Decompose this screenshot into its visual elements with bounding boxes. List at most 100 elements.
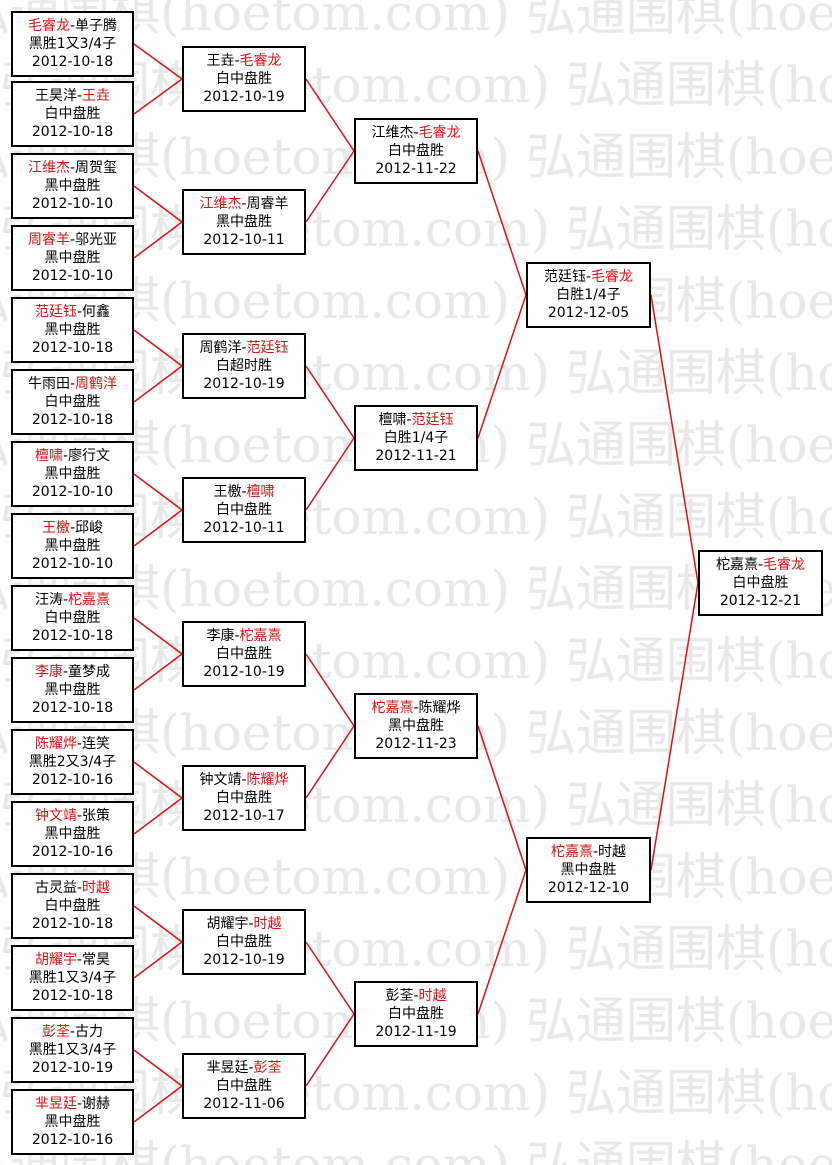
player-one: 彭荃 [41,1024,70,1040]
match-date: 2012-12-10 [547,880,630,896]
watermark-text: 弘通围棋(hoetom.com) 弘通围棋(hoetom.com) [0,344,832,402]
match-result: 白中盘胜 [216,790,272,806]
player-one: 毛睿龙 [27,18,70,34]
match-result: 白中盘胜 [388,143,444,159]
watermark-text: 弘通围棋(hoetom.com) 弘通围棋(hoetom.com) [0,200,832,258]
versus-dash: - [76,952,83,968]
match-result: 黑中盘胜 [44,466,101,482]
bracket-connector [133,797,183,835]
versus-dash: - [234,53,240,69]
match-result: 白中盘胜 [44,898,101,914]
player-one: 周睿羊 [27,232,70,248]
player-one: 江维杰 [199,196,242,212]
versus-dash: - [241,196,247,212]
match-date: 2012-11-19 [375,1024,457,1040]
player-two: 童梦成 [68,664,111,680]
match-result: 白中盘胜 [732,575,789,591]
match-date: 2012-11-23 [375,736,457,752]
match-players: 周鹤洋-范廷钰 [199,339,288,357]
bracket-connector [305,365,355,439]
match-date: 2012-10-18 [31,124,114,140]
match-result: 白胜1/4子 [556,287,621,303]
match-players: 范廷钰-何鑫 [35,303,110,321]
match-players: 王檄-邱峻 [42,519,103,537]
versus-dash: - [248,916,254,932]
player-one: 王檄 [213,484,242,500]
player-two: 常昊 [82,952,111,968]
player-one: 王檄 [41,520,70,536]
player-two: 时越 [82,880,111,896]
watermark-text: 弘通围棋(hoetom.com) 弘通围棋(hoetom.com) [0,1136,832,1165]
versus-dash: - [241,772,247,788]
versus-dash: - [62,592,69,608]
watermark-text: 弘通围棋(hoetom.com) 弘通围棋(hoetom.com) [0,632,832,690]
player-two: 柁嘉熹 [68,592,111,608]
match-date: 2012-10-19 [203,376,285,392]
bracket-connector [305,1013,355,1087]
match-date: 2012-11-06 [203,1096,285,1112]
player-one: 李康 [34,664,63,680]
match-date: 2012-10-19 [203,89,285,105]
match-result: 黑胜1又3/4子 [28,36,117,52]
player-two: 柁嘉熹 [239,628,282,644]
match-players: 柁嘉熹-陈耀烨 [371,699,460,717]
player-two: 范廷钰 [246,340,289,356]
match-date: 2012-10-18 [31,700,114,716]
match-players: 陈耀烨-连笑 [35,735,110,753]
versus-dash: - [413,988,419,1004]
player-two: 毛睿龙 [591,269,634,285]
match-result: 黑中盘胜 [44,1114,101,1130]
versus-dash: - [76,736,83,752]
versus-dash: - [248,1060,254,1076]
bracket-connector [133,221,183,259]
match-result: 白中盘胜 [44,394,101,410]
match-result: 白胜1/4子 [383,430,449,446]
match-players: 檀啸-廖行文 [35,447,110,465]
match-date: 2012-10-19 [203,664,285,680]
match-date: 2012-10-17 [203,808,285,824]
match-date: 2012-10-18 [31,628,114,644]
player-one: 陈耀烨 [34,736,77,752]
versus-dash: - [406,412,412,428]
bracket-connector [133,509,183,547]
watermark-text: 弘通围棋(hoetom.com) 弘通围棋(hoetom.com) [0,56,832,114]
bracket-connector [133,1049,183,1087]
match-date: 2012-10-11 [203,520,285,536]
player-two: 陈耀烨 [418,700,461,716]
bracket-connector [133,43,183,80]
match-players: 芈昱廷-谢赫 [35,1095,110,1113]
match-players: 王垚-毛睿龙 [206,52,281,70]
player-two: 时越 [253,916,282,932]
bracket-connector [305,78,355,152]
versus-dash: - [757,557,764,573]
match-date: 2012-10-16 [31,772,114,788]
match-result: 黑胜2又3/4子 [28,754,117,770]
player-two: 毛睿龙 [418,125,461,141]
bracket-connector [133,1085,183,1123]
player-two: 彭荃 [253,1060,282,1076]
player-two: 何鑫 [82,304,111,320]
bracket-connector [305,653,355,727]
versus-dash: - [76,808,83,824]
versus-dash: - [241,340,247,356]
match-result: 白中盘胜 [216,646,272,662]
player-one: 柁嘉熹 [715,557,758,573]
player-one: 钟文靖 [34,808,77,824]
match-result: 白中盘胜 [216,502,272,518]
versus-dash: - [69,232,76,248]
player-one: 范廷钰 [543,269,586,285]
match-date: 2012-10-16 [31,1132,114,1148]
match-players: 钟文靖-陈耀烨 [199,771,288,789]
